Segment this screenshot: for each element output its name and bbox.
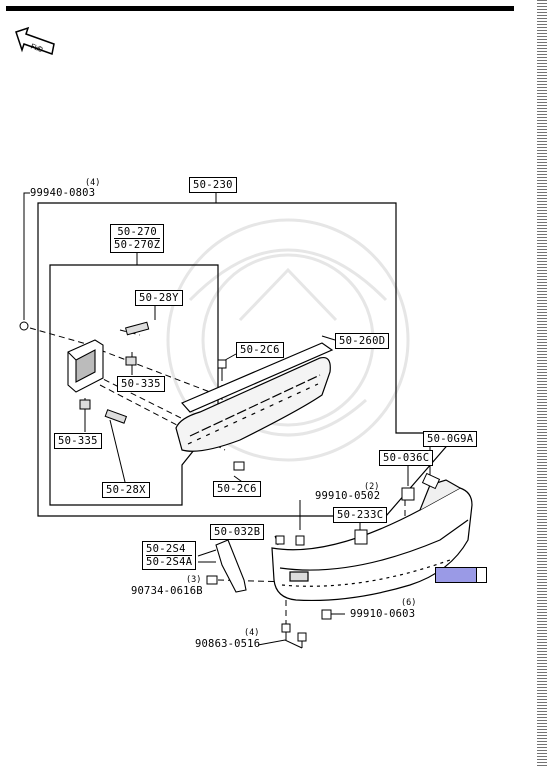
nut-99910-0603-part bbox=[321, 609, 332, 620]
part-label-50-2C6-b[interactable]: 50-2C6 bbox=[213, 481, 261, 497]
assembly-outline-inner bbox=[49, 264, 219, 506]
side-bracket-2S4 bbox=[215, 539, 247, 593]
bracket-233C-part bbox=[354, 529, 368, 545]
part-label-50-28Y[interactable]: 50-28Y bbox=[135, 290, 183, 306]
fastener-label-99910-0603[interactable]: 99910-0603 bbox=[350, 608, 416, 620]
retainer-bracket bbox=[67, 339, 104, 393]
part-label-50-0G9A[interactable]: 50-0G9A bbox=[423, 431, 478, 447]
clip-335-part-a bbox=[125, 356, 137, 366]
fastener-label-99910-0502[interactable]: 99910-0502 bbox=[315, 490, 381, 502]
watermark-emblem bbox=[166, 218, 410, 462]
part-label-50-28X[interactable]: 50-28X bbox=[102, 482, 150, 498]
part-label-50-233C[interactable]: 50-233C bbox=[333, 507, 388, 523]
qty-99910-0603: (6) bbox=[401, 598, 417, 608]
part-label-50-270: 50-270 bbox=[117, 226, 158, 238]
clip-032B-part bbox=[275, 535, 285, 545]
bumper-reinforcement bbox=[175, 342, 334, 452]
part-label-50-230[interactable]: 50-230 bbox=[189, 177, 237, 193]
part-label-50-2C6-a[interactable]: 50-2C6 bbox=[236, 342, 284, 358]
part-label-50-260D[interactable]: 50-260D bbox=[335, 333, 390, 349]
bolt-2C6-part-a bbox=[217, 359, 227, 369]
fwd-label: FWD bbox=[29, 42, 44, 54]
clip-335-part-b bbox=[79, 399, 91, 410]
part-label-50-335-b[interactable]: 50-335 bbox=[54, 433, 102, 449]
qty-90734: (3) bbox=[186, 575, 202, 585]
nut-99940-part bbox=[19, 321, 29, 331]
fastener-label-90734-0616B[interactable]: 90734-0616B bbox=[131, 585, 203, 597]
highlighted-part-marker[interactable] bbox=[435, 567, 476, 583]
clip-28Y-part bbox=[124, 321, 150, 336]
qty-99910-0502: (2) bbox=[364, 482, 380, 492]
part-label-50-2S4: 50-2S4 bbox=[146, 543, 186, 555]
clip-28X-part bbox=[104, 409, 128, 424]
fastener-label-90863-0516[interactable]: 90863-0516 bbox=[195, 638, 261, 650]
qty-99940: (4) bbox=[85, 178, 101, 188]
fastener-label-99940-0803[interactable]: 99940-0803 bbox=[30, 187, 96, 199]
part-label-50-2S4A: 50-2S4A bbox=[146, 555, 193, 568]
page-edge-border bbox=[537, 0, 547, 768]
fwd-arrow-icon: FWD bbox=[14, 26, 58, 58]
part-label-50-2S4-group[interactable]: 50-2S4 50-2S4A bbox=[142, 541, 197, 570]
clip-036C-part bbox=[401, 487, 415, 501]
qty-90863: (4) bbox=[244, 628, 260, 638]
part-label-50-036C[interactable]: 50-036C bbox=[379, 450, 434, 466]
highlighted-part-marker-cap bbox=[476, 567, 487, 583]
bolt-2C6-part-b bbox=[233, 461, 245, 471]
nut-99910-0502-part bbox=[295, 535, 305, 546]
bracket-0G9A-part bbox=[421, 472, 441, 490]
part-label-50-270Z: 50-270Z bbox=[114, 238, 161, 251]
part-label-50-335-a[interactable]: 50-335 bbox=[117, 376, 165, 392]
part-label-50-270-group[interactable]: 50-270 50-270Z bbox=[110, 224, 165, 253]
part-label-50-032B[interactable]: 50-032B bbox=[210, 524, 265, 540]
screw-90863-part-a bbox=[281, 623, 291, 633]
screw-90863-part-b bbox=[297, 632, 307, 642]
header-rule bbox=[6, 6, 514, 11]
rear-bumper-cover bbox=[271, 479, 473, 601]
screw-90734-part bbox=[206, 575, 218, 585]
